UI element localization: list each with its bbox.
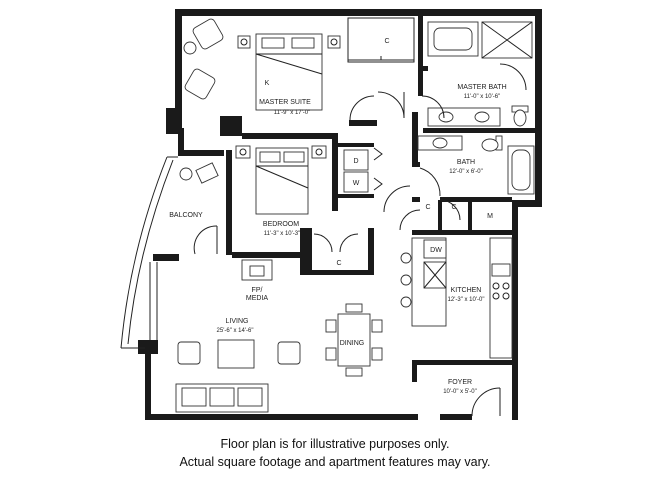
label-king: K (265, 80, 270, 87)
label-bedroom: BEDROOM (263, 221, 299, 228)
label-washer: W (353, 180, 360, 187)
dims-kitchen: 12'-3" x 10'-0" (448, 297, 485, 303)
dims-master-suite: 11'-9" x 17'-0" (274, 110, 310, 116)
label-closet-hall: C (425, 204, 430, 211)
living-furniture (175, 339, 301, 413)
disclaimer-line-2: Actual square footage and apartment feat… (179, 455, 491, 469)
label-master-bath: MASTER BATH (457, 84, 506, 91)
label-closet-bath: C (451, 204, 456, 211)
fp-media (241, 259, 273, 281)
label-media: MEDIA (246, 295, 269, 302)
dims-foyer: 10'-0" x 5'-0" (443, 389, 477, 395)
dims-master-bath: 11'-0" x 10'-6" (464, 94, 500, 100)
disclaimer-line-1: Floor plan is for illustrative purposes … (220, 437, 450, 451)
bath-fixtures (383, 135, 535, 231)
interior-walls (182, 16, 535, 382)
label-fp: FP/ (252, 287, 263, 294)
dining-furniture (325, 303, 383, 377)
dims-living: 25'-6" x 14'-6" (217, 328, 254, 334)
dims-bedroom: 11'-3" x 10'-3" (264, 231, 300, 237)
bedroom-furniture (235, 145, 383, 253)
label-closet-bed: C (336, 260, 341, 267)
label-foyer: FOYER (448, 379, 472, 386)
label-dryer: D (353, 158, 358, 165)
kitchen-fixtures (400, 237, 513, 359)
balcony (120, 156, 219, 349)
master-bath-fixtures (421, 21, 533, 127)
master-suite-furniture (183, 17, 415, 121)
label-balcony: BALCONY (169, 212, 203, 219)
dims-bath: 12'-0" x 6'-0" (449, 169, 483, 175)
label-living: LIVING (226, 318, 249, 325)
exterior-walls (138, 9, 542, 420)
label-dining: DINING (340, 340, 365, 347)
foyer-door (471, 387, 501, 417)
label-kitchen: KITCHEN (451, 287, 482, 294)
label-dishwasher: DW (430, 247, 442, 254)
label-bath: BATH (457, 159, 475, 166)
label-mech: M (487, 213, 493, 220)
label-master-suite: MASTER SUITE (259, 99, 311, 106)
room-labels: MASTER SUITE 11'-9" x 17'-0" K C MASTER … (169, 38, 506, 395)
label-closet-ms: C (384, 38, 389, 45)
